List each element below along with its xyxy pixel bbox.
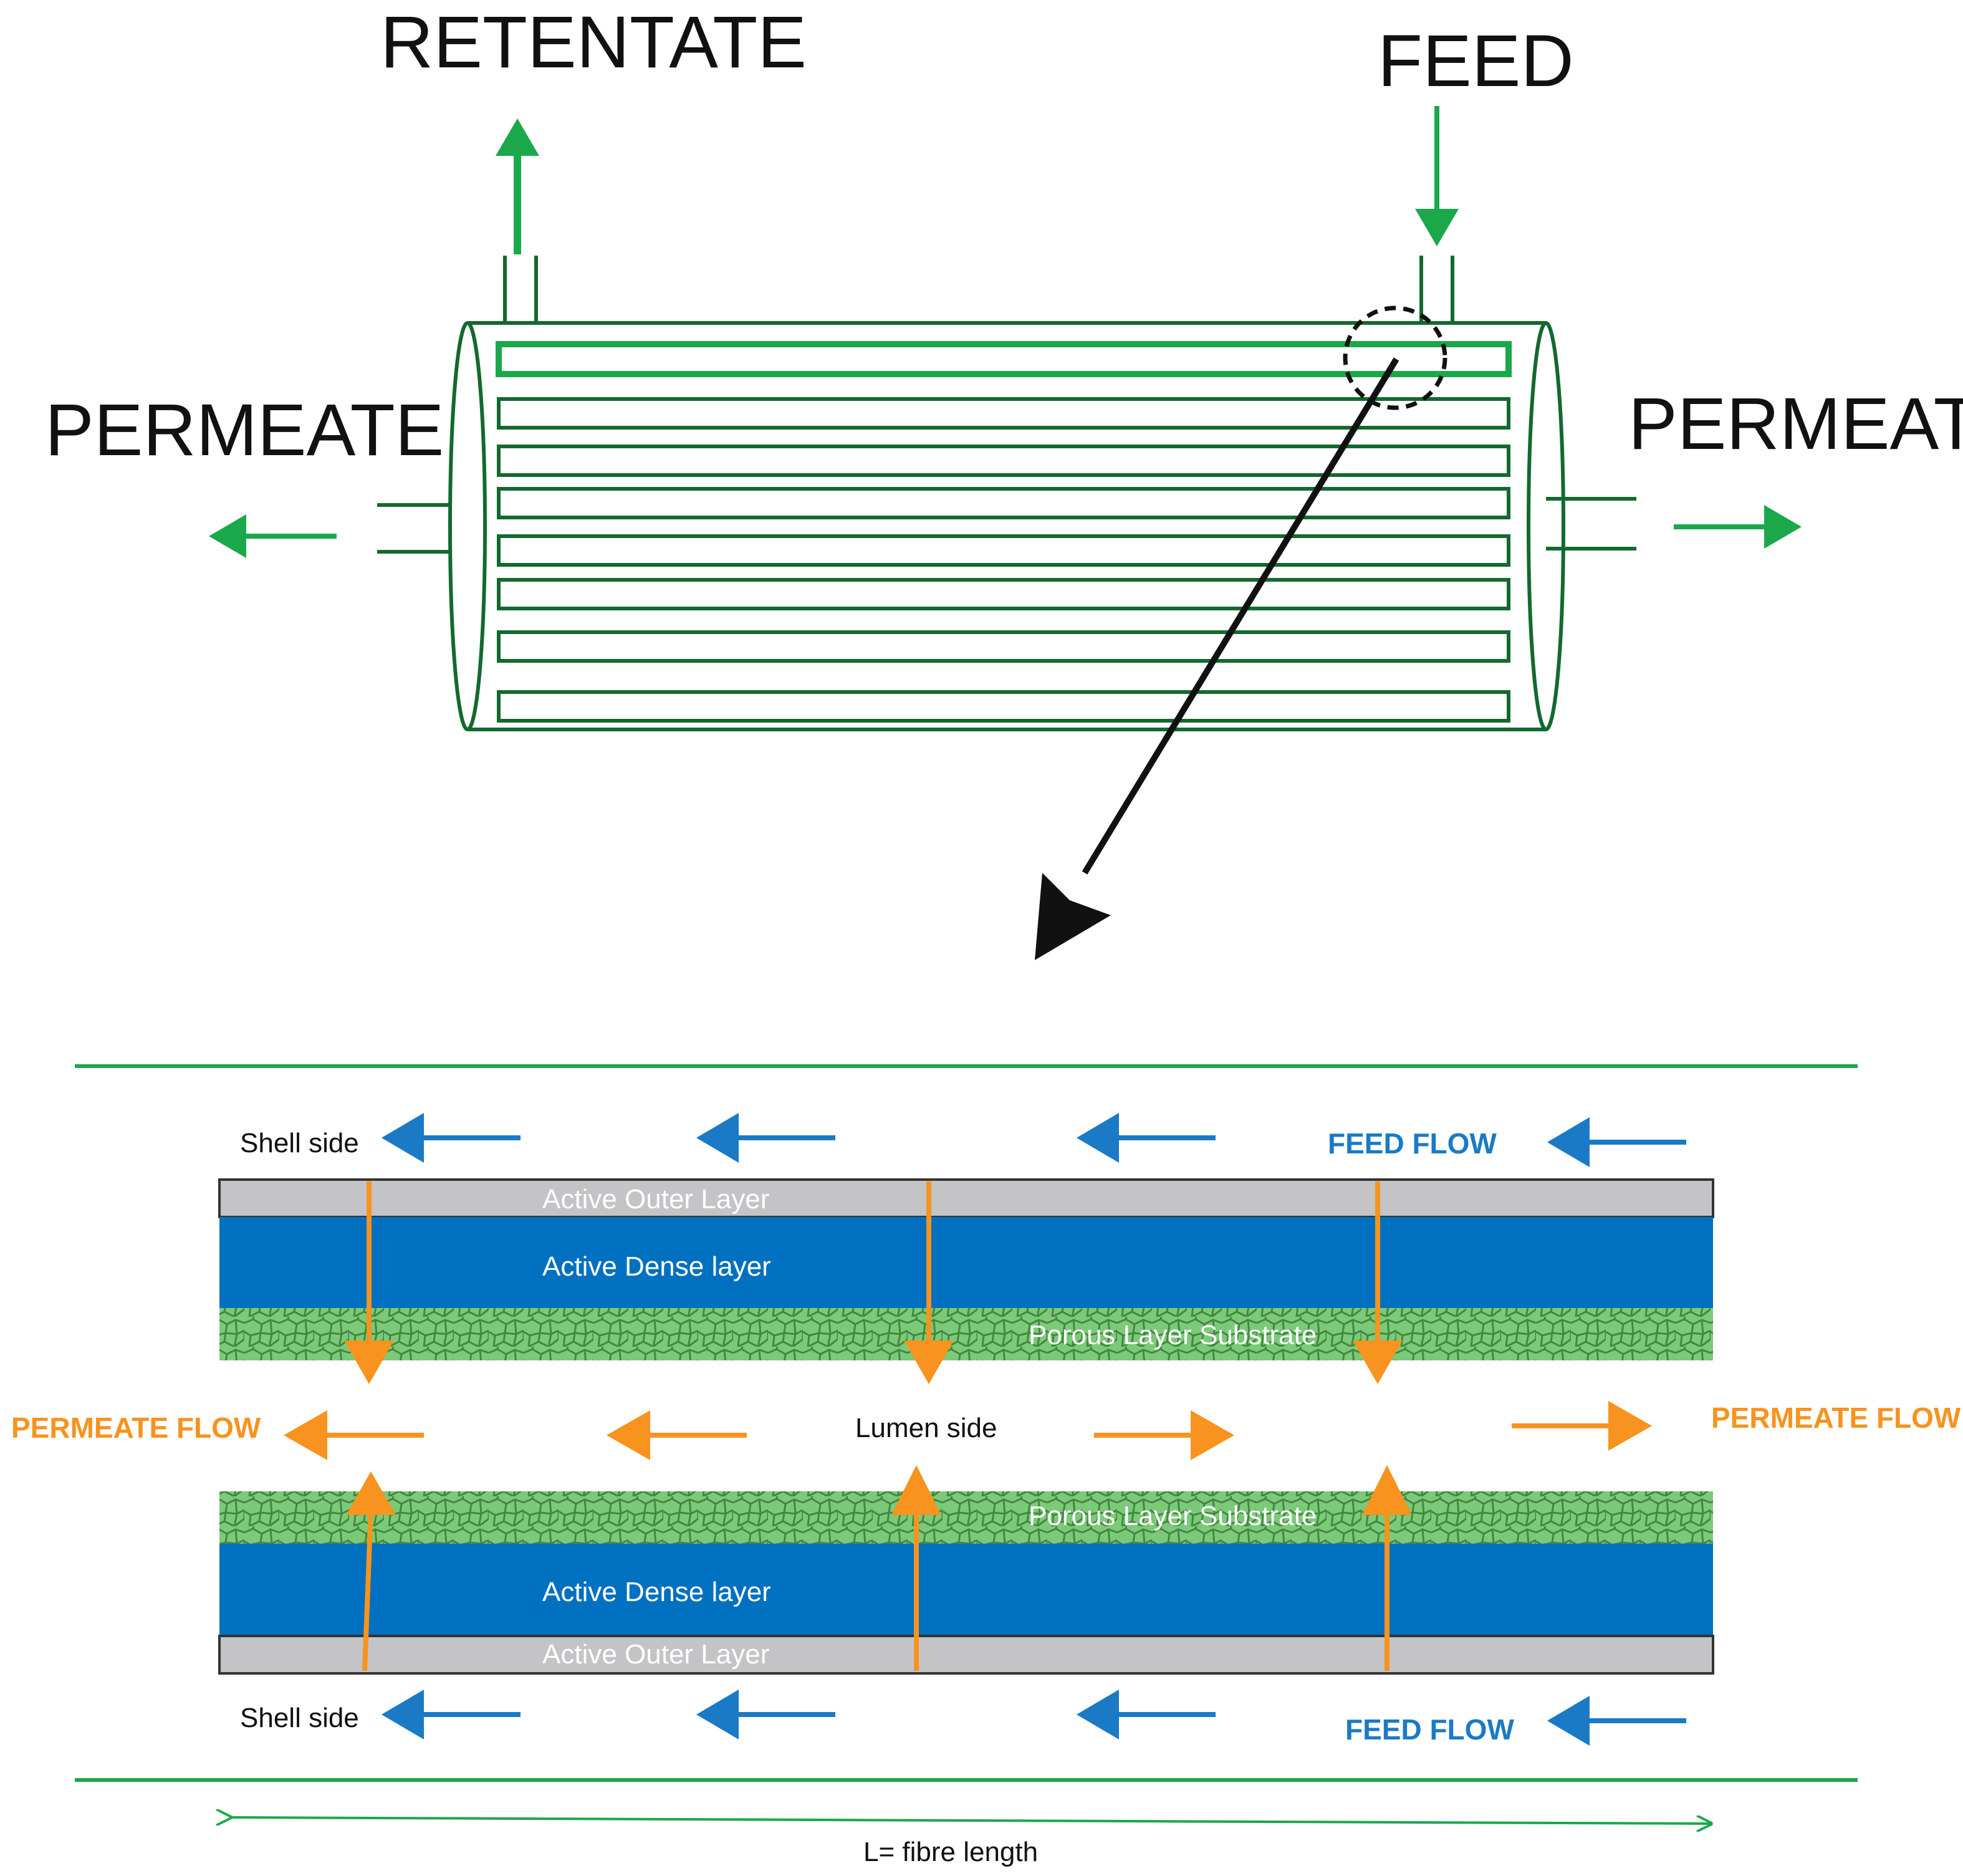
active-outer-layer-bottom-label: Active Outer Layer [542,1639,769,1670]
permeate-crossing-arrows [344,1181,1412,1672]
feed-flow-arrows-bottom [382,1690,1686,1746]
fibre [497,445,1510,477]
porous-layer-top-label: Porous Layer Substrate [1029,1320,1317,1350]
module-left-end [448,321,487,731]
active-outer-layer-bottom [218,1635,1714,1675]
shell-side-top-label: Shell side [240,1128,359,1158]
retentate-arrowhead [496,118,539,156]
module-flow-arrows [209,106,1802,558]
fibre [497,630,1510,663]
fibre-length-dimension [231,1817,1711,1824]
fibre-length-label: L= fibre length [863,1837,1038,1867]
feed-nozzle [1419,256,1454,324]
zoom-circle [1343,305,1447,410]
fibre-bundle [497,397,1510,723]
fibre [497,534,1510,567]
retentate-label: RETENTATE [380,1,807,84]
permeate-right-label: PERMEATE [1628,383,1963,465]
fibre [497,487,1510,519]
fibre-cross-section: Active Outer Layer Active Dense layer Po… [11,1064,1961,1867]
active-outer-layer-top-label: Active Outer Layer [542,1184,769,1215]
active-dense-layer-bottom [219,1544,1713,1636]
fibre [497,578,1510,610]
right-permeate-nozzle [1546,497,1636,551]
highlighted-fibre [496,341,1512,377]
module-right-end [1527,321,1565,731]
permeate-flow-arrows [284,1401,1652,1460]
feed-flow-top-label: FEED FLOW [1328,1127,1497,1160]
permeate-flow-right-label: PERMEATE FLOW [1711,1402,1961,1434]
active-dense-layer-top [219,1217,1713,1308]
retentate-nozzle [503,256,538,324]
feed-flow-bottom-label: FEED FLOW [1345,1713,1514,1746]
active-dense-layer-top-label: Active Dense layer [542,1251,771,1282]
feed-arrowhead [1415,209,1459,246]
feed-label: FEED [1378,20,1574,102]
lumen-side-label: Lumen side [855,1413,997,1443]
permeate-left-label: PERMEATE [45,389,444,471]
right-permeate-arrowhead [1764,505,1802,549]
left-permeate-arrowhead [209,514,246,558]
permeate-flow-left-label: PERMEATE FLOW [11,1412,261,1444]
porous-layer-bottom [219,1491,1713,1544]
zoom-pointer-line [1082,357,1399,875]
active-outer-layer-top [218,1178,1714,1218]
fibre [497,690,1510,723]
fibre [497,397,1510,430]
feed-flow-arrows-top [382,1113,1686,1167]
porous-layer-top [219,1308,1713,1360]
hollow-fibre-module [377,256,1636,960]
active-dense-layer-bottom-label: Active Dense layer [542,1577,771,1607]
zoom-pointer-arrowhead [1035,873,1111,960]
module-shell [468,321,1546,731]
porous-layer-bottom-label: Porous Layer Substrate [1029,1501,1317,1531]
shell-side-bottom-label: Shell side [240,1703,359,1733]
